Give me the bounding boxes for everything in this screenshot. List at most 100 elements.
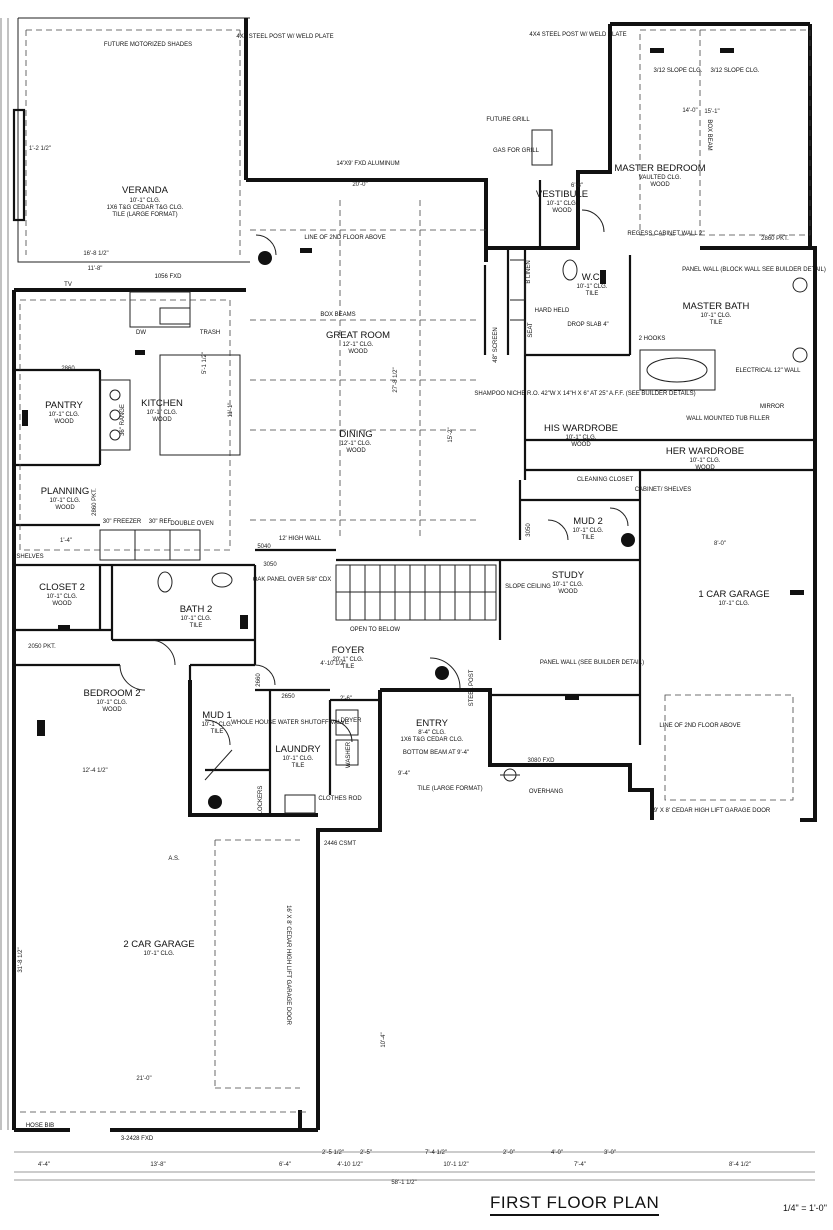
svg-text:12' HIGH WALL: 12' HIGH WALL [279,536,322,542]
svg-text:8'-0": 8'-0" [714,541,726,547]
svg-text:TRASH: TRASH [200,330,220,336]
great-room-label: GREAT ROOM [326,330,390,341]
laundry-label: LAUNDRY [275,744,321,755]
svg-text:WOOD: WOOD [348,349,368,355]
svg-text:LOCKERS: LOCKERS [258,786,264,815]
svg-text:10'-1" CLG.: 10'-1" CLG. [719,601,750,607]
svg-text:10'-1" CLG.: 10'-1" CLG. [566,435,597,441]
svg-text:4'-10 1/2": 4'-10 1/2" [320,661,345,667]
svg-text:10'-1" CLG.: 10'-1" CLG. [690,458,721,464]
svg-text:10'-1" CLG.: 10'-1" CLG. [97,700,128,706]
svg-text:PANEL WALL (BLOCK WALL SEE BUI: PANEL WALL (BLOCK WALL SEE BUILDER DETAI… [682,267,826,273]
svg-text:ELECTRICAL 12" WALL: ELECTRICAL 12" WALL [735,368,801,374]
svg-text:30" FREEZER: 30" FREEZER [103,519,142,525]
closet2-label: CLOSET 2 [39,582,85,593]
svg-text:3050: 3050 [526,523,532,537]
svg-text:WOOD: WOOD [552,208,572,214]
door-tags: 2860 2860 PKT. 2050 PKT. 3050 2660 2650 … [28,236,789,847]
svg-text:2860 PKT.: 2860 PKT. [761,236,789,242]
svg-text:WOOD: WOOD [571,442,591,448]
svg-text:CLOTHES ROD: CLOTHES ROD [318,796,362,802]
svg-text:1056 FXD: 1056 FXD [154,274,182,280]
svg-text:30" REF: 30" REF [149,519,172,525]
svg-text:1X6 T&G CEDAR T&G CLG.: 1X6 T&G CEDAR T&G CLG. [107,205,184,211]
master-bath-label: MASTER BATH [683,301,750,312]
electrical-marks [22,48,804,736]
svg-text:13'-8": 13'-8" [150,1162,165,1168]
svg-text:5040: 5040 [257,544,271,550]
svg-text:1X6 T&G CEDAR CLG.: 1X6 T&G CEDAR CLG. [401,737,464,743]
fixtures [99,129,808,814]
dashed-lines [19,29,811,1113]
svg-text:2446 CSMT: 2446 CSMT [324,841,356,847]
svg-text:12'-4 1/2": 12'-4 1/2" [82,768,107,774]
svg-text:14'X9' FXD ALUMINUM: 14'X9' FXD ALUMINUM [336,161,399,167]
svg-text:TILE: TILE [582,535,595,541]
svg-text:B LINEN: B LINEN [526,260,532,283]
svg-text:7'-4 1/2": 7'-4 1/2" [425,1150,447,1156]
svg-text:LINE OF 2ND FLOOR ABOVE: LINE OF 2ND FLOOR ABOVE [304,235,385,241]
svg-text:FUTURE MOTORIZED SHADES: FUTURE MOTORIZED SHADES [104,42,192,48]
svg-text:LINE OF 2ND FLOOR ABOVE: LINE OF 2ND FLOOR ABOVE [659,723,740,729]
svg-text:TILE (LARGE FORMAT): TILE (LARGE FORMAT) [417,786,482,792]
svg-text:2'-5 1/2": 2'-5 1/2" [322,1150,344,1156]
svg-text:2'-5": 2'-5" [360,1150,372,1156]
svg-text:TILE: TILE [710,320,723,326]
svg-text:HOSE BIB: HOSE BIB [26,1123,54,1129]
svg-text:4'-0": 4'-0" [551,1150,563,1156]
room-labels: VERANDA 10'-1" CLG. 1X6 T&G CEDAR T&G CL… [39,163,770,957]
svg-text:10'-1 1/2": 10'-1 1/2" [443,1162,468,1168]
svg-text:BOX BEAM: BOX BEAM [706,119,712,150]
svg-text:OAK PANEL OVER 5/8" CDX: OAK PANEL OVER 5/8" CDX [253,577,332,583]
svg-text:2 HOOKS: 2 HOOKS [639,336,666,342]
svg-text:2050 PKT.: 2050 PKT. [28,644,56,650]
svg-text:11'-1": 11'-1" [228,403,234,418]
svg-text:10'-1" CLG.: 10'-1" CLG. [49,412,80,418]
study-label: STUDY [552,570,585,581]
wc-label: W.C. [582,272,603,283]
svg-text:4X4 STEEL POST W/ WELD PLATE: 4X4 STEEL POST W/ WELD PLATE [236,34,333,40]
svg-text:BOX BEAMS: BOX BEAMS [320,312,355,318]
svg-text:1'-2 1/2": 1'-2 1/2" [29,146,51,152]
svg-text:4X4 STEEL POST W/ WELD PLATE: 4X4 STEEL POST W/ WELD PLATE [529,32,626,38]
svg-text:36" RANGE: 36" RANGE [120,404,126,436]
pantry-label: PANTRY [45,400,83,411]
svg-text:10'-1" CLG.: 10'-1" CLG. [130,198,161,204]
svg-text:16' X 8' CEDAR HIGH LIFT GARAG: 16' X 8' CEDAR HIGH LIFT GARAGE DOOR [285,905,291,1026]
svg-text:11'-8": 11'-8" [88,266,103,272]
svg-text:12'-1" CLG.: 12'-1" CLG. [343,342,374,348]
dining-label: DINING [339,429,372,440]
his-wardrobe-label: HIS WARDROBE [544,423,618,434]
mud1-label: MUD 1 [202,710,232,721]
svg-text:A.S.: A.S. [168,856,180,862]
svg-text:10'-1" CLG.: 10'-1" CLG. [50,498,81,504]
svg-text:10'-1" CLG.: 10'-1" CLG. [181,616,212,622]
svg-text:2660: 2660 [256,673,262,687]
garage2-label: 2 CAR GARAGE [123,939,194,950]
svg-text:STEEL POST: STEEL POST [469,669,475,706]
svg-text:SHAMPOO NICHE R.O. 42"W X 14"H: SHAMPOO NICHE R.O. 42"W X 14"H X 6" AT 2… [474,391,695,397]
svg-text:MIRROR: MIRROR [760,404,785,410]
svg-text:3050: 3050 [263,562,277,568]
interior-walls [14,180,815,815]
svg-text:WOOD: WOOD [52,601,72,607]
svg-text:OPEN TO BELOW: OPEN TO BELOW [350,627,400,633]
svg-text:DRYER: DRYER [341,718,363,724]
svg-text:15'-2": 15'-2" [448,427,454,442]
svg-text:DROP SLAB 4": DROP SLAB 4" [567,322,608,328]
svg-text:TILE: TILE [292,763,305,769]
svg-text:2860 PKT.: 2860 PKT. [92,488,98,516]
svg-text:7'-4": 7'-4" [574,1162,586,1168]
svg-text:CLEANING CLOSET: CLEANING CLOSET [577,477,634,483]
svg-text:WOOD: WOOD [54,419,74,425]
doors [119,209,629,781]
stairs [335,564,497,621]
her-wardrobe-label: HER WARDROBE [666,446,744,457]
entry-label: ENTRY [416,718,449,729]
svg-text:10'-4": 10'-4" [381,1032,387,1047]
svg-text:2650: 2650 [281,694,295,700]
dimension-lines [0,18,815,1181]
plan-scale: 1/4" = 1'-0" [783,1203,827,1213]
svg-text:4'-4": 4'-4" [38,1162,50,1168]
svg-text:20'-1" CLG.: 20'-1" CLG. [333,657,364,663]
